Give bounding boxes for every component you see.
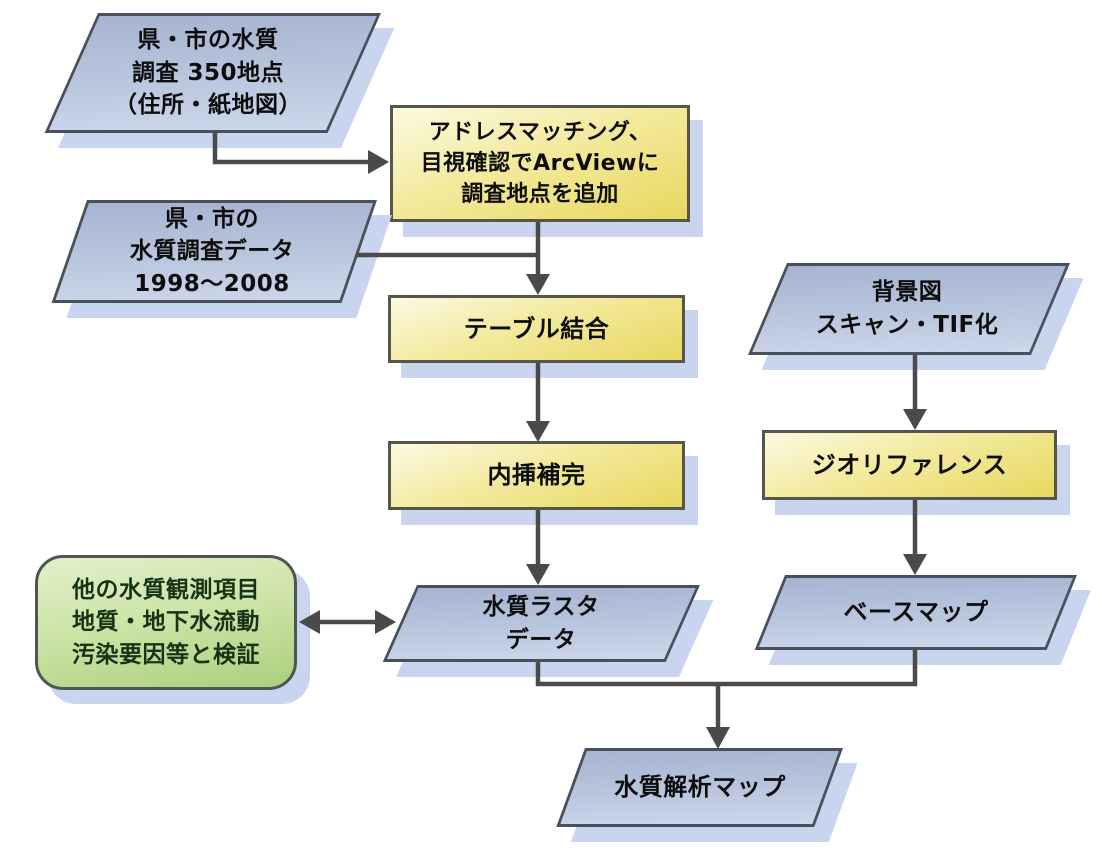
node-background-map (747, 263, 1070, 355)
node-base-map (754, 575, 1077, 650)
node-survey-data (51, 200, 378, 303)
node-address-matching (390, 105, 690, 222)
arrowhead-right-icon (375, 610, 396, 634)
edge-base-map-merge (718, 650, 918, 687)
arrowhead-left-icon (299, 610, 320, 634)
arrowhead-down-icon (903, 409, 927, 430)
node-table-join (388, 295, 685, 363)
node-georeference (762, 430, 1057, 500)
arrowhead-down-icon (526, 274, 550, 295)
arrowhead-down-icon (526, 421, 550, 442)
arrowhead-down-icon (903, 554, 927, 575)
node-validation-note (35, 555, 297, 690)
arrowhead-right-icon (368, 150, 389, 174)
node-survey-points (44, 13, 381, 133)
edge-raster-data-merge (535, 662, 718, 687)
node-analysis-map (556, 748, 843, 827)
node-raster-data (382, 585, 700, 662)
arrowhead-down-icon (706, 727, 730, 749)
arrowhead-down-icon (526, 564, 550, 585)
edge-survey-points-to-address-matching (212, 133, 368, 165)
node-interpolation (388, 441, 685, 510)
